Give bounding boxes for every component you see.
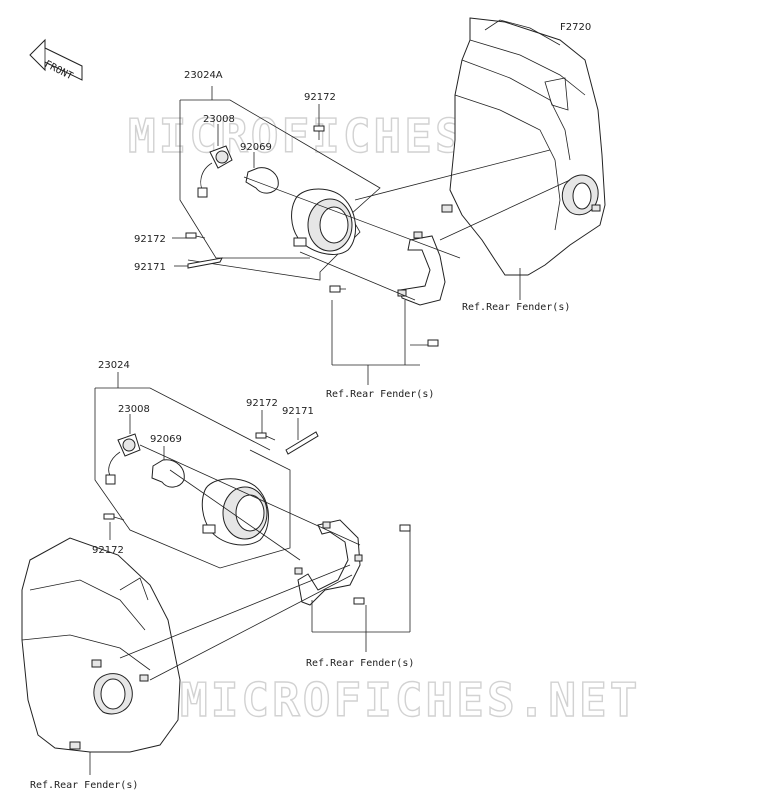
ref-rear-fender-right: Ref.Rear Fender(s) [462, 302, 570, 313]
bolt-upper-left [185, 232, 206, 239]
rear-fender-right-illustration [441, 17, 606, 276]
rear-fender-left-illustration [21, 537, 181, 753]
watermark-bottom: MICROFICHES.NET [180, 673, 640, 727]
upper-bracket-part-label: 92171 [134, 262, 166, 273]
fastener-lower-a [399, 524, 411, 532]
figure-id: F2720 [560, 22, 591, 33]
mount-bracket-upper [397, 231, 446, 306]
ref-rear-fender-bottom-left: Ref.Rear Fender(s) [30, 780, 138, 791]
mount-bracket-lower [294, 519, 363, 606]
lower-assembly-part-label: 23024 [98, 360, 130, 371]
fastener-upper-b [427, 339, 439, 347]
upper-assembly-part-label: 23024A [184, 70, 223, 81]
upper-socket-part-label: 23008 [203, 114, 235, 125]
fastener-upper-a [329, 285, 346, 293]
front-arrow-icon: FRONT [29, 38, 83, 82]
socket-upper [197, 145, 233, 198]
ref-rear-fender-mid-upper: Ref.Rear Fender(s) [326, 389, 434, 400]
lamp-housing-upper [291, 188, 357, 255]
bulb-lower [151, 459, 185, 488]
upper-bolt-top-part-label: 92172 [304, 92, 336, 103]
socket-lower [105, 433, 141, 485]
upper-bolt-left-part-label: 92172 [134, 234, 166, 245]
upper-bulb-part-label: 92069 [240, 142, 272, 153]
lower-bolt-left-part-label: 92172 [92, 545, 124, 556]
lamp-housing-lower [201, 478, 269, 546]
lower-bulb-part-label: 92069 [150, 434, 182, 445]
bolt-lower-left [103, 513, 125, 521]
fastener-lower-b [353, 597, 365, 605]
lower-socket-part-label: 23008 [118, 404, 150, 415]
bracket-lower [285, 431, 319, 455]
bolt-lower-top [255, 432, 276, 441]
bulb-upper [245, 167, 279, 194]
ref-rear-fender-mid-lower: Ref.Rear Fender(s) [306, 658, 414, 669]
lower-bracket-part-label: 92171 [282, 406, 314, 417]
lower-bolt-top-part-label: 92172 [246, 398, 278, 409]
bracket-upper [187, 257, 223, 269]
